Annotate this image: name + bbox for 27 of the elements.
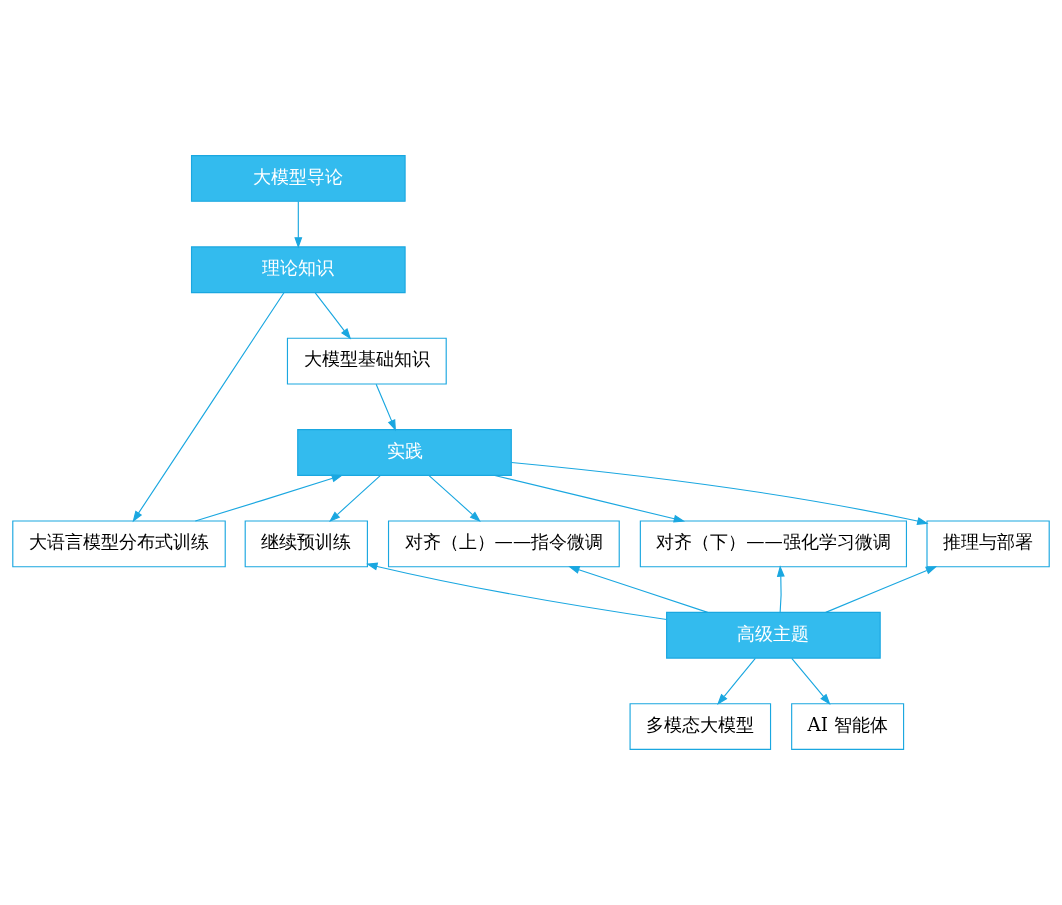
arrow [510, 461, 929, 525]
arrow [194, 474, 344, 522]
arrow [366, 562, 668, 621]
node-box: 对齐（上）——指令微调 [387, 520, 620, 568]
node-box: AI 智能体 [791, 703, 905, 750]
node-box: 大模型导论 [190, 155, 406, 202]
node-box: 理论知识 [190, 246, 406, 294]
node-box: 大模型基础知识 [286, 337, 447, 385]
arrow [329, 475, 381, 523]
arrow [132, 292, 285, 523]
arrow [375, 383, 396, 432]
node-box: 高级主题 [666, 611, 881, 659]
arrow [428, 475, 481, 523]
arrow [568, 566, 709, 613]
arrow [776, 565, 785, 613]
arrow [717, 657, 756, 705]
node-box: 实践 [297, 429, 512, 476]
arrow [791, 657, 831, 705]
arrow [494, 474, 686, 523]
arrow [314, 292, 352, 340]
node-box: 大语言模型分布式训练 [12, 520, 226, 568]
node-box: 推理与部署 [926, 520, 1050, 568]
node-box: 对齐（下）——强化学习微调 [639, 520, 908, 568]
node-box: 多模态大模型 [629, 703, 772, 750]
arrow [294, 201, 303, 249]
arrow [825, 566, 938, 613]
node-box: 继续预训练 [244, 520, 368, 568]
